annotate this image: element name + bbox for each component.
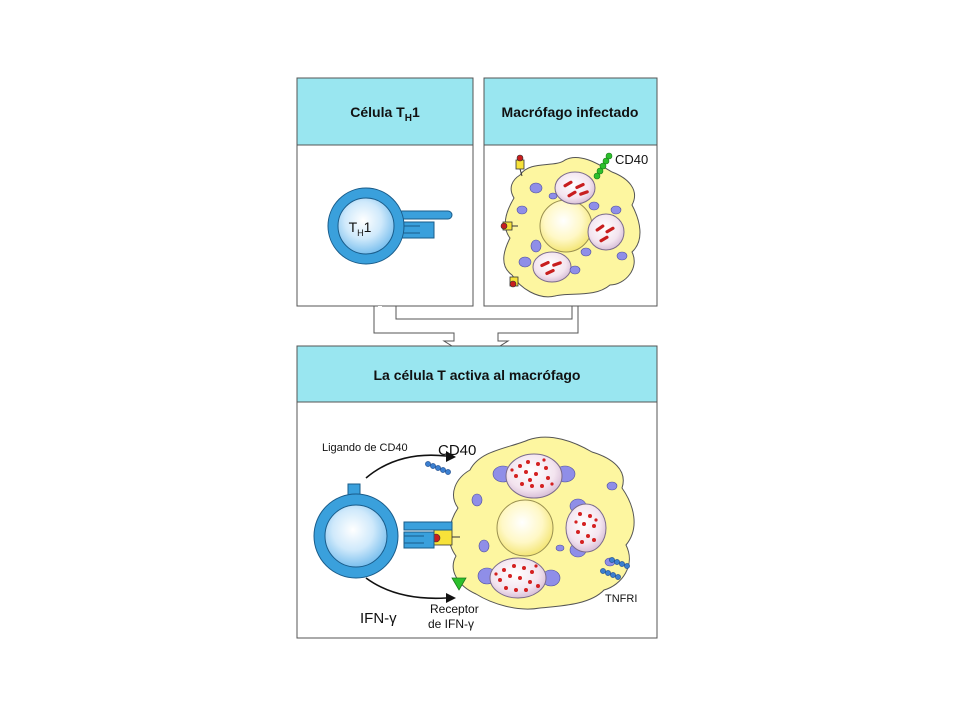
tnfri-chain: [600, 557, 630, 580]
vesicles: [516, 182, 628, 275]
panel-th1-header: [296, 77, 474, 146]
vacuole: [587, 213, 625, 251]
vesicles: [471, 481, 618, 567]
panel-th1-title: Célula TH1: [350, 104, 420, 124]
cd40-chain: [425, 461, 451, 475]
infected-macrophage: [500, 152, 641, 298]
mhc-molecule: [500, 221, 518, 231]
mhc-molecule: [509, 276, 519, 288]
th1-cell-activated: [313, 483, 453, 579]
panel-th1: Célula TH1 TH1: [296, 77, 474, 307]
mhc-molecule: [515, 154, 525, 177]
receptor-label-line1: Receptor: [430, 602, 479, 616]
th1-cell-label: TH1: [349, 219, 372, 238]
cd40-label-top: CD40: [615, 152, 648, 167]
ifn-gamma-label: IFN-γ: [360, 610, 397, 627]
ifn-receptor: [451, 577, 467, 591]
cd40-label-bottom: CD40: [438, 442, 476, 459]
th1-cell: TH1: [327, 187, 453, 265]
vacuole: [477, 557, 561, 599]
vacuole: [565, 498, 607, 558]
tnfri-label: TNFRI: [605, 593, 637, 605]
panel-activation: La célula T activa al macrófago: [296, 345, 658, 639]
cd40-receptor: [593, 152, 613, 180]
vacuole: [492, 453, 576, 499]
receptor-label-line2: de IFN-γ: [428, 617, 474, 631]
vacuole: [554, 171, 596, 205]
ligand-cd40-label: Ligando de CD40: [322, 442, 408, 454]
panel-macrophage-title: Macrófago infectado: [502, 104, 639, 120]
merge-arrow: [373, 305, 579, 362]
panel-macrophage: Macrófago infectado: [483, 77, 658, 307]
arrow-ligand-head: [446, 451, 456, 462]
activated-macrophage: [425, 436, 635, 610]
vacuole: [532, 251, 572, 283]
arrow-ligand: [365, 454, 447, 479]
panel-macrophage-header: [483, 77, 658, 146]
panel-activation-header: [296, 345, 658, 403]
panel-activation-title: La célula T activa al macrófago: [374, 367, 581, 383]
arrow-ifn-head: [446, 593, 456, 603]
arrow-ifn: [365, 577, 447, 600]
